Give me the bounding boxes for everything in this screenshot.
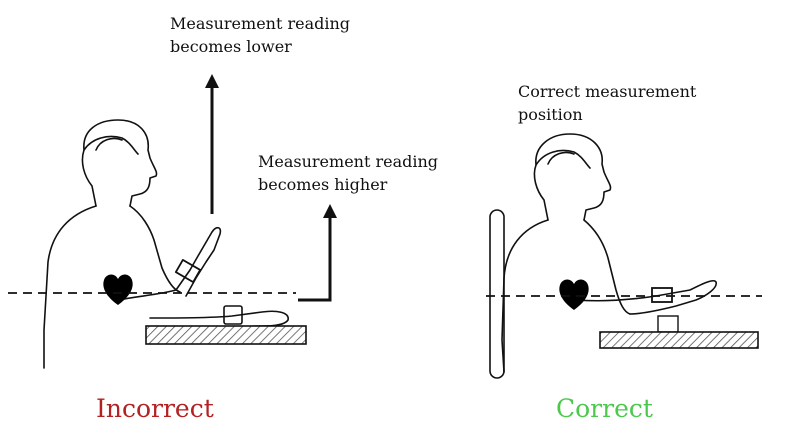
table-hatched-left [145, 325, 307, 345]
arrow-up-head-lower [205, 74, 219, 88]
annotation-higher-line1: Measurement reading [258, 152, 439, 171]
annotation-lower-line2: becomes lower [170, 37, 292, 56]
person-left-body [43, 205, 181, 369]
person-right-arm [575, 279, 717, 315]
person-right-head [533, 133, 612, 221]
annotation-correct-line1: Correct measurement [518, 82, 697, 101]
annotation-correct-position: Correct measurement position [518, 80, 696, 126]
annotation-higher: Measurement reading becomes higher [258, 150, 438, 196]
person-left-hair [83, 135, 139, 155]
table-cuff [223, 305, 243, 325]
person-right-hair [535, 149, 591, 169]
blood-pressure-cuff-right [651, 287, 673, 303]
incorrect-scene [43, 119, 289, 369]
person-left-raised-arm [117, 226, 222, 301]
heart-icon-right [559, 279, 589, 310]
annotation-correct-line2: position [518, 105, 583, 124]
table-hatched-right [599, 331, 759, 349]
correct-label: Correct [556, 394, 653, 423]
chair-back [489, 209, 505, 379]
annotation-higher-line2: becomes higher [258, 175, 388, 194]
person-left-head [81, 119, 158, 207]
person-right-body [501, 219, 631, 373]
annotation-lower: Measurement reading becomes lower [170, 12, 350, 58]
annotation-lower-line1: Measurement reading [170, 14, 351, 33]
incorrect-label: Incorrect [96, 394, 214, 423]
blood-pressure-cuff-icon [174, 259, 202, 283]
arrow-elbow-higher [298, 216, 332, 302]
heart-icon [103, 274, 133, 305]
table-cup-right [657, 315, 679, 333]
correct-scene [501, 133, 717, 373]
arrow-up-head-higher [323, 204, 337, 218]
